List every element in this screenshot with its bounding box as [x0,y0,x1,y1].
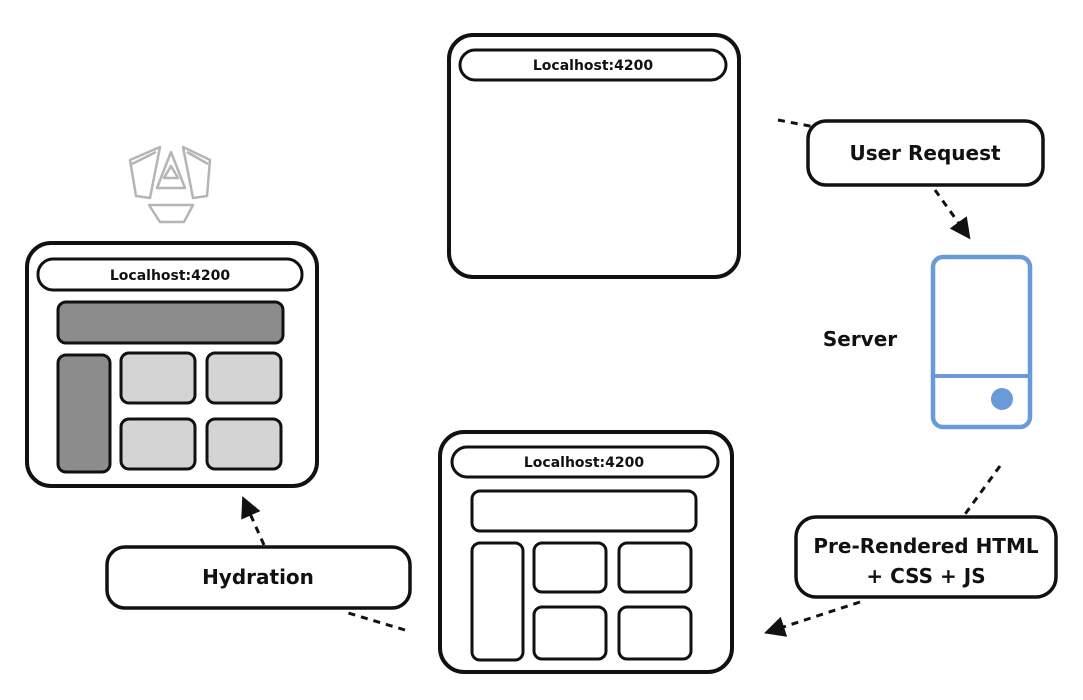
connector-server-to-prerendered [961,465,1002,518]
card-panel [205,351,283,405]
prerendered-label-line2: + CSS + JS [866,564,985,588]
angular-logo-icon [128,145,212,224]
card-panel [205,417,283,471]
card-placeholder [617,541,693,594]
connector-request-to-label [777,118,816,129]
browser-window-prerendered: Localhost:4200 [438,430,734,674]
card-placeholder [532,541,608,594]
header-panel [56,300,285,345]
sidebar-placeholder [470,541,525,662]
header-placeholder [470,489,698,533]
browser-window-request: Localhost:4200 [447,33,741,279]
user-request-label: User Request [849,141,1001,165]
prerendered-label-line1: Pre-Rendered HTML [813,534,1038,558]
browser-window-hydrated: Localhost:4200 [25,241,319,488]
card-panel [119,417,197,471]
address-bar: Localhost:4200 [458,48,728,82]
address-bar: Localhost:4200 [450,445,720,479]
address-bar-url: Localhost:4200 [533,58,654,74]
card-panel [119,351,197,405]
address-bar: Localhost:4200 [36,257,304,292]
arrow-request-to-server [933,189,971,240]
address-bar-url: Localhost:4200 [110,268,231,284]
address-bar-url: Localhost:4200 [524,455,645,471]
card-placeholder [532,605,608,661]
user-request-label-box: User Request [806,119,1045,187]
card-placeholder [617,605,693,661]
connector-browser-to-hydration [344,610,406,632]
sidebar-panel [56,353,112,474]
hydration-label: Hydration [202,565,314,589]
server-device-icon [930,254,1033,430]
server-label: Server [823,327,897,351]
arrow-prerendered-to-browser [764,600,861,637]
hydration-label-box: Hydration [105,545,412,610]
prerendered-label-box: Pre-Rendered HTML + CSS + JS [794,515,1058,599]
arrow-hydration-to-browser [241,496,266,546]
